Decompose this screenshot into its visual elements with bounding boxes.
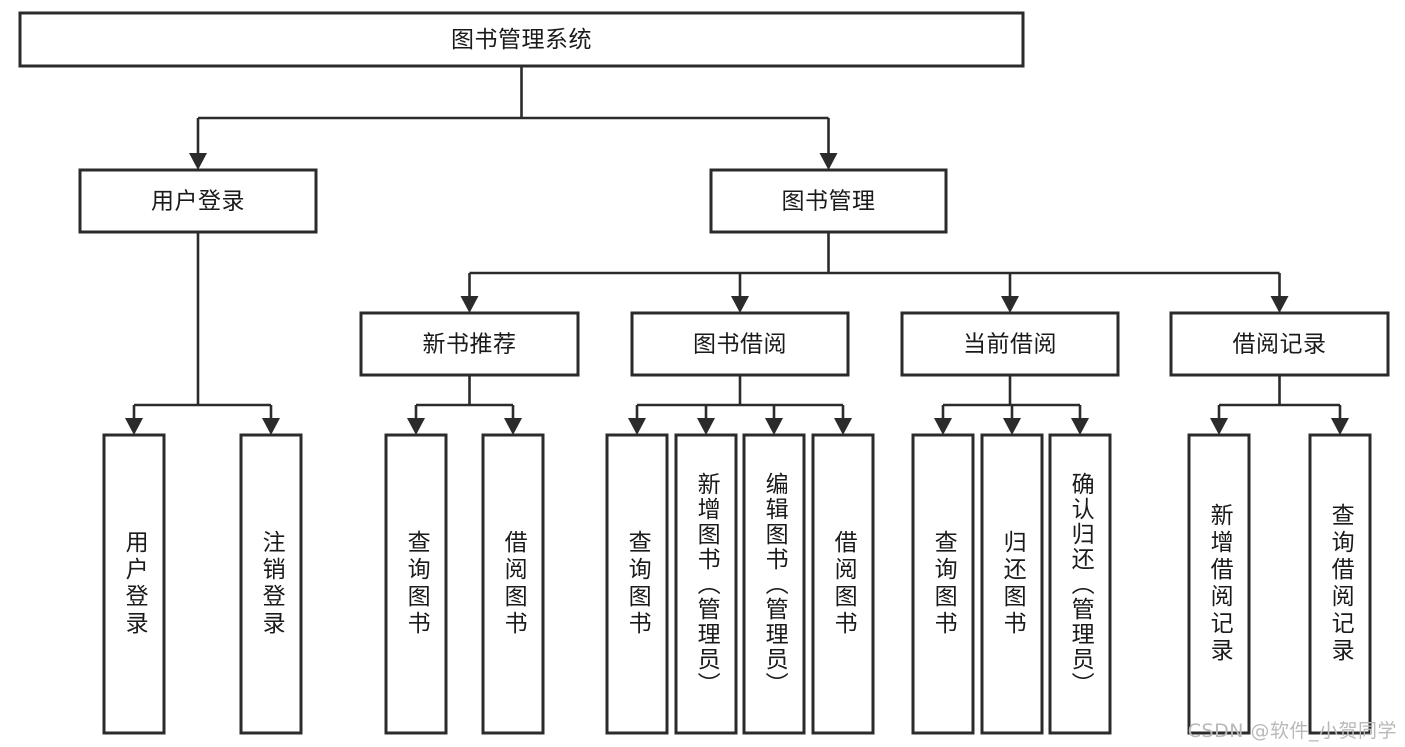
node-l3-0[interactable]	[359, 311, 580, 377]
root-to-l2-0-head	[189, 153, 207, 170]
node-leaf-user_login-1[interactable]	[239, 433, 303, 735]
leaf-arrow-current_borrow-0-head	[934, 418, 952, 435]
leaf-arrow-borrow_record-0-head	[1210, 418, 1228, 435]
node-leaf-new_book_recommend-0[interactable]	[384, 433, 448, 735]
node-l2-0-label: 用户登录	[151, 189, 245, 215]
node-leaf-user_login-0[interactable]	[102, 433, 166, 735]
l2-to-l3-2-head	[1001, 296, 1019, 313]
node-root[interactable]	[18, 11, 1025, 68]
node-leaf-borrow_record-0[interactable]	[1187, 433, 1251, 735]
leaf-arrow-user_login-1-head	[262, 418, 280, 435]
node-l3-0-label: 新书推荐	[423, 332, 517, 358]
node-l3-1-label: 图书借阅	[693, 332, 787, 358]
connector-lines	[125, 66, 1349, 435]
node-leaf-book_borrow-2[interactable]	[742, 433, 806, 735]
l2-to-l3-1-head	[731, 296, 749, 313]
node-root-label: 图书管理系统	[451, 27, 592, 53]
l2-to-l3-0-head	[460, 296, 479, 313]
node-boxes	[18, 11, 1390, 735]
node-l2-1-label: 图书管理	[782, 189, 876, 215]
l2-to-l3-3-head	[1270, 296, 1289, 313]
leaf-arrow-current_borrow-2-head	[1071, 418, 1089, 435]
node-leaf-book_borrow-1[interactable]	[674, 433, 738, 735]
csdn-watermark: CSDN @软件_小贺同学	[1187, 720, 1397, 742]
leaf-arrow-new_book_recommend-1-head	[504, 418, 522, 435]
root-to-l2-1-head	[819, 153, 838, 170]
node-l2-0[interactable]	[78, 168, 318, 234]
leaf-arrow-book_borrow-0-head	[628, 418, 646, 435]
leaf-arrow-current_borrow-1-head	[1003, 418, 1021, 435]
leaf-arrow-book_borrow-2-head	[765, 418, 783, 435]
node-l3-3-label: 借阅记录	[1233, 332, 1327, 358]
leaf-arrow-user_login-0-head	[125, 418, 143, 435]
node-l3-1[interactable]	[630, 311, 850, 377]
leaf-arrow-borrow_record-1-head	[1331, 418, 1349, 435]
node-leaf-current_borrow-2[interactable]	[1048, 433, 1112, 735]
node-leaf-new_book_recommend-1[interactable]	[481, 433, 545, 735]
node-l3-3[interactable]	[1169, 311, 1390, 377]
leaf-arrow-new_book_recommend-0-head	[407, 418, 425, 435]
node-leaf-book_borrow-3[interactable]	[811, 433, 875, 735]
leaf-arrow-book_borrow-3-head	[834, 418, 852, 435]
node-leaf-current_borrow-1[interactable]	[980, 433, 1044, 735]
node-leaf-borrow_record-1[interactable]	[1308, 433, 1372, 735]
leaf-arrow-book_borrow-1-head	[697, 418, 715, 435]
node-leaf-book_borrow-0[interactable]	[605, 433, 669, 735]
node-l3-2[interactable]	[900, 311, 1120, 377]
node-l3-2-label: 当前借阅	[963, 332, 1057, 358]
node-leaf-current_borrow-0[interactable]	[911, 433, 975, 735]
node-l2-1[interactable]	[709, 168, 948, 234]
